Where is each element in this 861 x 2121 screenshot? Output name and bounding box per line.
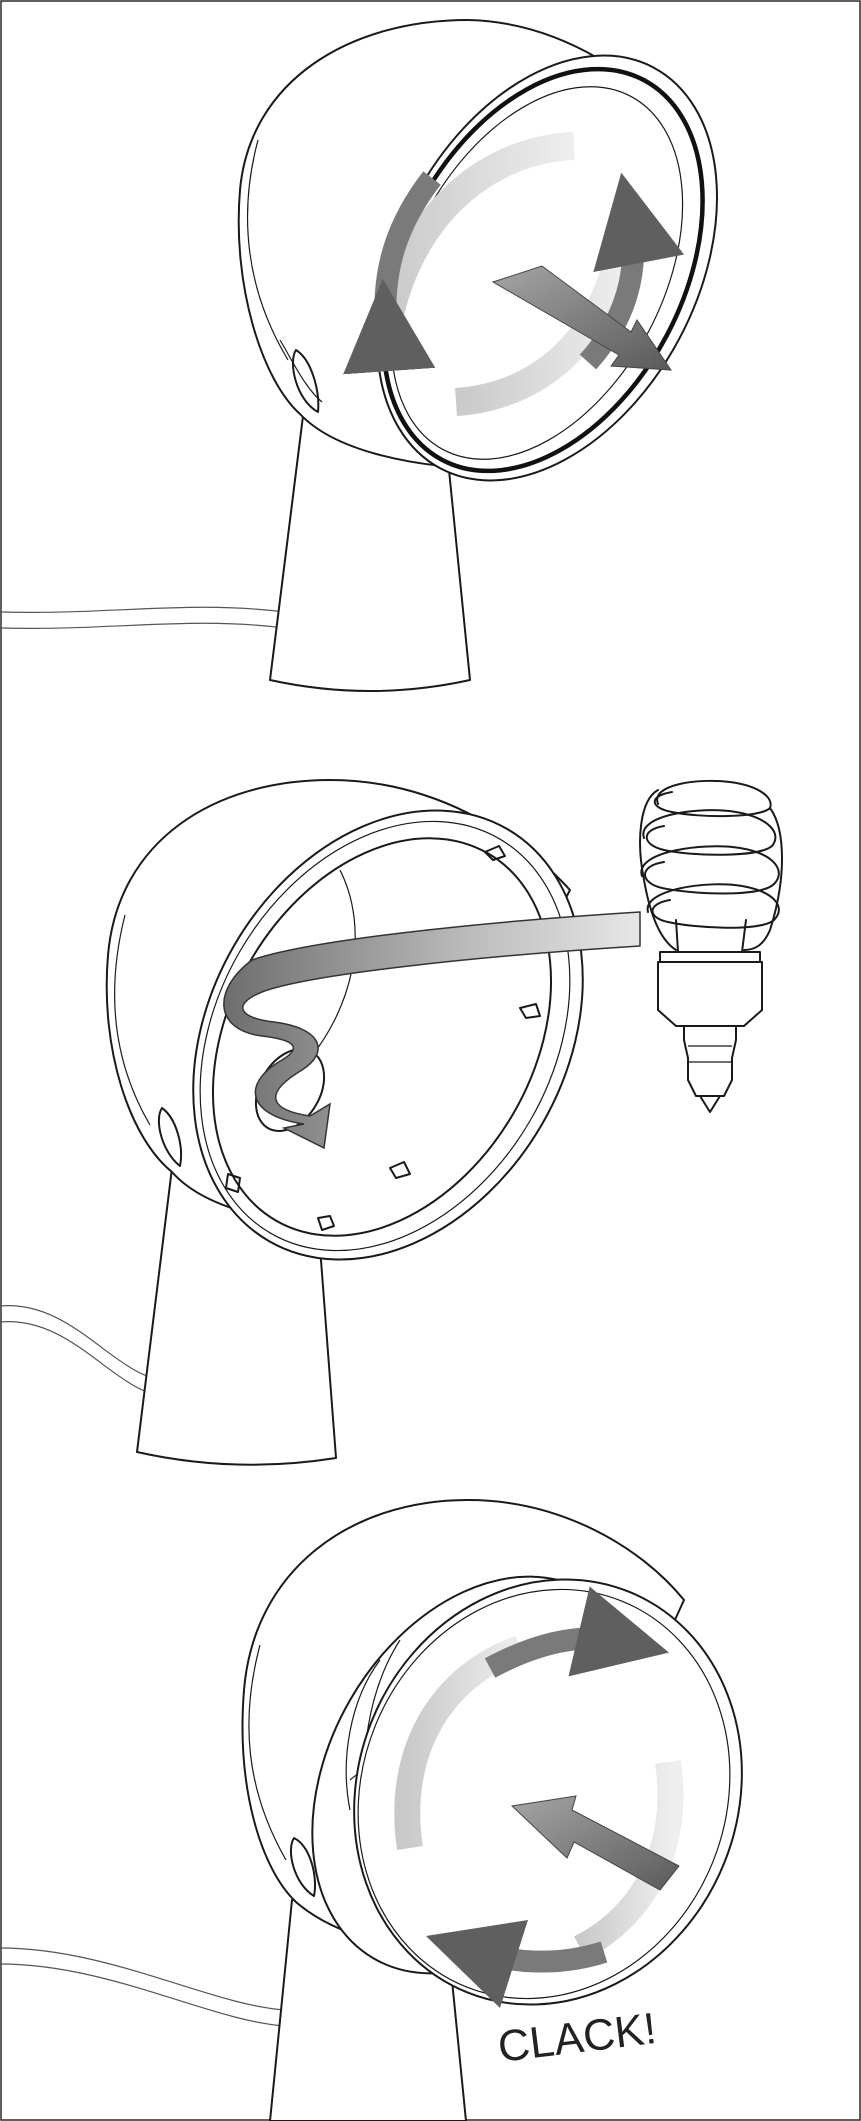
step-2-insert-bulb — [0, 740, 782, 1465]
step-1-twist-open — [0, 0, 786, 691]
bulb-collar — [660, 952, 760, 962]
step-3-twist-close: CLACK! — [0, 1500, 805, 2121]
clack-label: CLACK! — [495, 2004, 659, 2072]
power-cable — [0, 607, 285, 612]
cfl-bulb-icon — [640, 781, 782, 1112]
bulb-base — [684, 1026, 736, 1096]
power-cable-3 — [0, 1948, 285, 2010]
bulb-housing — [658, 962, 762, 1026]
power-cable-2 — [0, 1306, 160, 1380]
